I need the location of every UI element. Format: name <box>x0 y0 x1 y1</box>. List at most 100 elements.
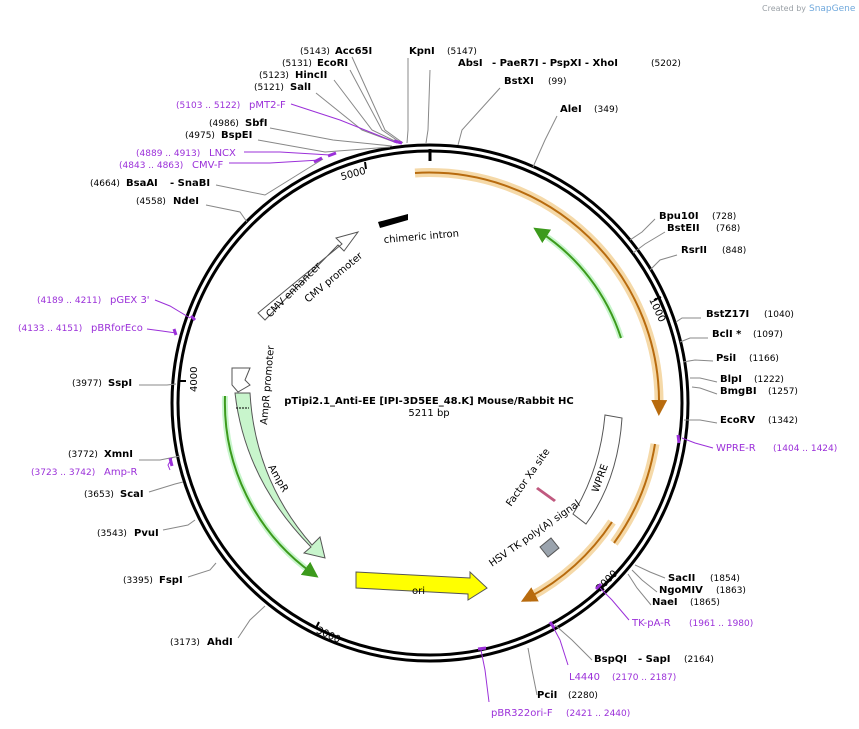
site-bpu10i: Bpu10I <box>659 211 699 222</box>
site-pos-rsrii: (848) <box>722 246 746 256</box>
site-ecorv: EcoRV <box>720 415 755 426</box>
site-pos-bsaai: (4664) <box>90 179 120 189</box>
site-pos-pcii: (2280) <box>568 691 598 701</box>
site-rsrii: RsrII <box>681 245 707 256</box>
tick-5000: 5000 <box>340 166 367 183</box>
cmv-enhancer-arrow <box>257 231 360 321</box>
site-pos-sbfi: (4986) <box>209 119 239 129</box>
site-bspei: BspEI <box>221 130 252 141</box>
orf-arrow-1 <box>414 171 668 416</box>
site-ahdi: AhdI <box>207 637 233 648</box>
primer-l4440: L4440 <box>569 672 600 683</box>
site-pos-alei: (349) <box>594 105 618 115</box>
site-pos-naei: (1865) <box>690 598 720 608</box>
site-bcli: BclI * <box>712 329 742 340</box>
orf-arcs <box>414 168 668 602</box>
tick-3000: 3000 <box>314 625 342 646</box>
site-snabi: - SnaBI <box>170 178 210 189</box>
site-pos-bcli: (1097) <box>753 330 783 340</box>
primer-pos-ampr: (3723 .. 3742) <box>31 468 95 478</box>
orf-arrow-2 <box>613 443 656 544</box>
site-bsaai: BsaAI <box>126 178 158 189</box>
plasmid-name: pTipi2.1_Anti-EE [IPI-3D5EE_48.K] Mouse/… <box>284 396 573 407</box>
primer-wprer: WPRE-R <box>716 443 756 454</box>
site-ndei: NdeI <box>173 196 199 207</box>
credit-prefix: Created by <box>762 4 806 13</box>
site-absi: AbsI <box>458 58 483 69</box>
tick-4000: 4000 <box>189 367 200 392</box>
site-bmgbi: BmgBI <box>720 386 757 397</box>
site-pos-bspei: (4975) <box>185 131 215 141</box>
backbone-outer <box>170 143 690 663</box>
primer-pos-l4440: (2170 .. 2187) <box>612 673 676 683</box>
primer-leaders <box>146 103 714 703</box>
primer-pos-pbrforeco: (4133 .. 4151) <box>18 324 82 334</box>
hsv-tk-label: HSV TK poly(A) signal <box>487 498 582 569</box>
features: chimeric intron CMV enhancer CMV promote… <box>231 214 623 601</box>
site-ngomiv: NgoMIV <box>659 585 703 596</box>
site-pos-ngomiv: (1863) <box>716 586 746 596</box>
primer-pos-pgex3: (4189 .. 4211) <box>37 296 101 306</box>
chimeric-intron-bar <box>378 214 408 228</box>
site-pos-ahdi: (3173) <box>170 638 200 648</box>
primer-pgex3: pGEX 3' <box>110 295 150 306</box>
primer-lncx: LNCX <box>209 148 236 159</box>
site-pos-ndei: (4558) <box>136 197 166 207</box>
site-pos-sali: (5121) <box>254 83 284 93</box>
site-blpi: BlpI <box>720 374 742 385</box>
site-sacii: SacII <box>668 573 695 584</box>
site-sali: SalI <box>290 82 311 93</box>
primer-tkpar: TK-pA-R <box>631 618 671 629</box>
site-labels: (5143) Acc65I (5131) EcoRI (5123) HincII… <box>68 46 798 701</box>
green-arc-right <box>533 227 622 339</box>
site-psii: PsiI <box>716 353 736 364</box>
primer-pos-wprer: (1404 .. 1424) <box>773 444 837 454</box>
snapgene-credit: Created by SnapGene <box>762 4 856 14</box>
ampr-arrow <box>234 392 326 559</box>
site-pos-xmni: (3772) <box>68 450 98 460</box>
site-alei: AleI <box>560 104 582 115</box>
ori-label: ori <box>412 586 425 597</box>
site-xmni: XmnI <box>104 449 133 460</box>
site-pos-bspqi: (2164) <box>684 655 714 665</box>
site-pvui: PvuI <box>134 528 159 539</box>
ampr-promoter-label: AmpR promoter <box>259 344 277 425</box>
factor-xa-mark <box>536 487 556 502</box>
site-pos-ecorv: (1342) <box>768 416 798 426</box>
credit-brand: SnapGene <box>809 4 856 14</box>
site-ecori: EcoRI <box>317 58 348 69</box>
site-pos-bpu10i: (728) <box>712 212 736 222</box>
chimeric-intron-label: chimeric intron <box>383 228 459 246</box>
site-pos-scai: (3653) <box>84 490 114 500</box>
site-sbfi: SbfI <box>245 118 267 129</box>
factor-xa-label: Factor Xa site <box>504 447 552 509</box>
site-scai: ScaI <box>120 489 144 500</box>
site-fspi: FspI <box>159 575 183 586</box>
site-bstz17i: BstZ17I <box>706 309 749 320</box>
site-hincii: HincII <box>295 70 327 81</box>
primer-pmt2f: pMT2-F <box>249 100 286 111</box>
site-pos-bsteii: (768) <box>716 224 740 234</box>
site-bspqi: BspQI <box>594 654 627 665</box>
site-pos-bstxi: (99) <box>548 77 566 87</box>
site-pos-fspi: (3395) <box>123 576 153 586</box>
site-pos-bstz17i: (1040) <box>764 310 794 320</box>
site-pos-absi: (5202) <box>651 59 681 69</box>
site-kpni: KpnI <box>409 46 435 57</box>
primer-cmvf: CMV-F <box>192 160 223 171</box>
site-pos-acc65i: (5143) <box>300 47 330 57</box>
primer-pbrforeco: pBRforEco <box>91 323 143 334</box>
primer-pos-cmvf: (4843 .. 4863) <box>119 161 183 171</box>
site-bstxi: BstXI <box>504 76 534 87</box>
primer-pbr322orif: pBR322ori-F <box>491 708 553 719</box>
primer-pos-lncx: (4889 .. 4913) <box>136 149 200 159</box>
site-xhoi-group: - PaeR7I - PspXI - XhoI <box>492 58 618 69</box>
primer-pos-pbr322orif: (2421 .. 2440) <box>566 709 630 719</box>
site-sspi: SspI <box>108 378 132 389</box>
primer-labels: (5103 .. 5122) pMT2-F (4889 .. 4913) LNC… <box>18 100 837 719</box>
site-pos-blpi: (1222) <box>754 375 784 385</box>
site-naei: NaeI <box>652 597 678 608</box>
site-pos-hincii: (5123) <box>259 71 289 81</box>
site-pos-ecori: (5131) <box>282 59 312 69</box>
